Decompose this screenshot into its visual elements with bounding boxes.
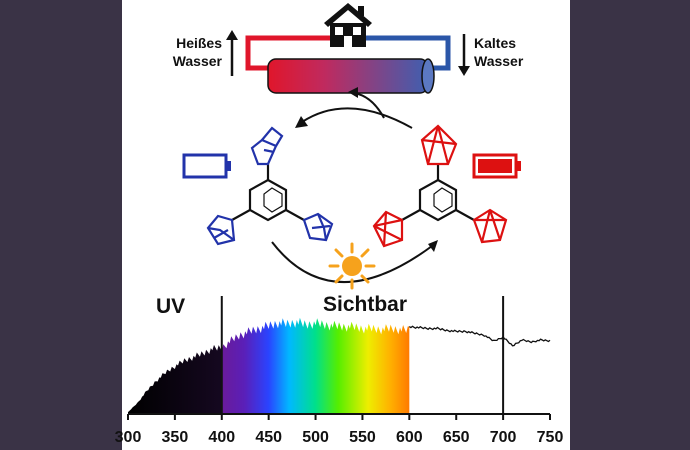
- molecule-norbornadiene: [206, 126, 334, 246]
- house-icon: [324, 3, 372, 47]
- hot-water-label-1: Heißes: [176, 35, 222, 51]
- battery-empty-icon: [182, 153, 231, 179]
- spectrum-ir-line: [408, 325, 551, 347]
- figure: Heißes Wasser Kaltes Wasser: [115, 0, 570, 450]
- x-tick-group: 300 350 400 450 500 550 600 650 700 750: [115, 414, 564, 446]
- cycle-arrow-bottom: [271, 240, 438, 283]
- range-divider-group: [220, 296, 505, 414]
- cold-water-pipe: [366, 35, 451, 71]
- x-tick-label-9: 750: [537, 429, 564, 446]
- cold-water-label-2: Wasser: [474, 53, 524, 69]
- heat-exchanger-cylinder: [267, 58, 435, 94]
- visible-region-area: [221, 317, 410, 414]
- hot-water-label-2: Wasser: [173, 53, 223, 69]
- x-tick-label-3: 450: [255, 429, 282, 446]
- uv-label: UV: [156, 295, 185, 318]
- cold-water-down-arrow: [458, 34, 470, 76]
- cycle-arrow-top: [295, 107, 413, 129]
- x-tick-label-2: 400: [208, 429, 235, 446]
- right-background-panel: [570, 0, 690, 450]
- x-tick-label-8: 700: [490, 429, 517, 446]
- x-tick-label-5: 550: [349, 429, 376, 446]
- hot-water-pipe: [245, 35, 330, 71]
- x-tick-label-7: 650: [443, 429, 470, 446]
- sun-icon: [328, 242, 376, 290]
- spectrum-chart: 300 350 400 450 500 550 600 650 700 750: [115, 296, 564, 446]
- cold-water-label-1: Kaltes: [474, 35, 516, 51]
- left-background-panel: [0, 0, 122, 450]
- x-tick-label-0: 300: [115, 429, 142, 446]
- uv-region-area: [128, 344, 222, 414]
- battery-full-icon: [472, 153, 521, 179]
- figure-svg: Heißes Wasser Kaltes Wasser: [115, 3, 563, 446]
- x-tick-label-6: 600: [396, 429, 423, 446]
- hot-water-up-arrow: [226, 30, 238, 76]
- x-tick-label-4: 500: [302, 429, 329, 446]
- x-tick-label-1: 350: [162, 429, 189, 446]
- visible-label: Sichtbar: [323, 293, 407, 316]
- molecule-quadricyclane: [372, 124, 508, 248]
- spectrum-area-group: [128, 317, 410, 414]
